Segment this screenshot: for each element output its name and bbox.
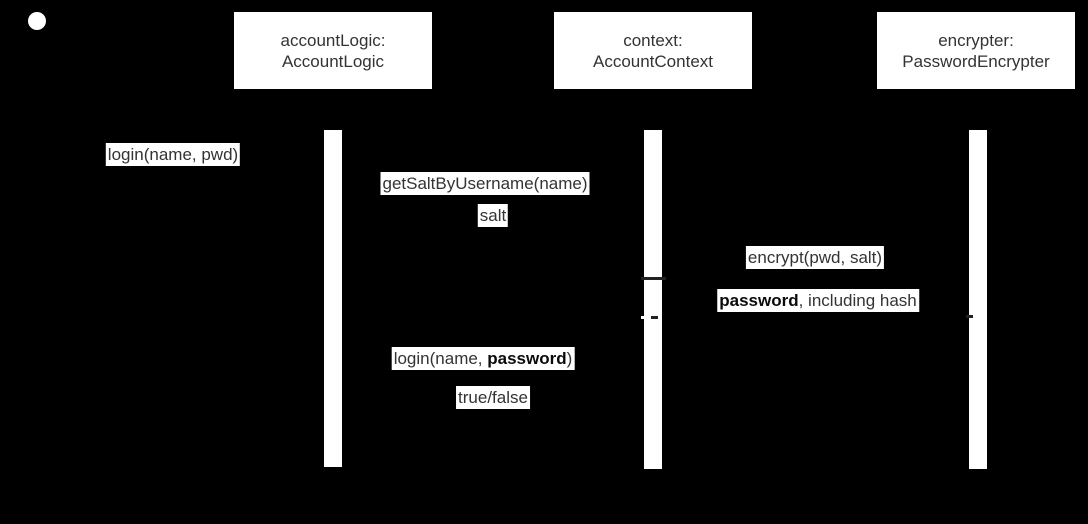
message-label-login: login(name, pwd): [105, 143, 241, 166]
participant-type: PasswordEncrypter: [902, 51, 1050, 71]
participant-name: encrypter:: [938, 30, 1014, 50]
activation-bar-account-context: [644, 130, 662, 469]
participant-box-account-logic: accountLogic: AccountLogic: [234, 12, 432, 89]
message-text-segment: login(name,: [393, 349, 488, 368]
message-text-segment: ): [566, 349, 573, 368]
message-label-true-false: true/false: [456, 386, 530, 409]
participant-box-password-encrypter: encrypter: PasswordEncrypter: [877, 12, 1075, 89]
call-line-encrypt: [641, 277, 666, 280]
return-line-dash-context: [651, 316, 658, 319]
activation-bar-account-logic: [324, 130, 342, 467]
message-label-salt: salt: [477, 204, 509, 227]
message-label-password-including-hash: password, including hash: [717, 289, 919, 312]
message-bold-segment: password: [719, 291, 799, 310]
return-line-dash-encrypter: [966, 315, 973, 318]
message-label-encrypt: encrypt(pwd, salt): [745, 246, 885, 269]
return-line-dash-left: [641, 316, 647, 319]
participant-box-account-context: context: AccountContext: [554, 12, 752, 89]
start-circle-icon: [28, 12, 46, 30]
participant-name: accountLogic:: [280, 30, 386, 50]
message-text-segment: , including hash: [798, 291, 917, 310]
participant-name: context:: [623, 30, 683, 50]
message-label-login-password: login(name, password): [391, 347, 575, 370]
message-label-get-salt-by-username: getSaltByUsername(name): [380, 172, 590, 195]
message-bold-segment: password: [487, 349, 567, 368]
participant-type: AccountContext: [592, 51, 713, 71]
activation-bar-password-encrypter: [969, 130, 987, 469]
participant-type: AccountLogic: [281, 51, 385, 71]
